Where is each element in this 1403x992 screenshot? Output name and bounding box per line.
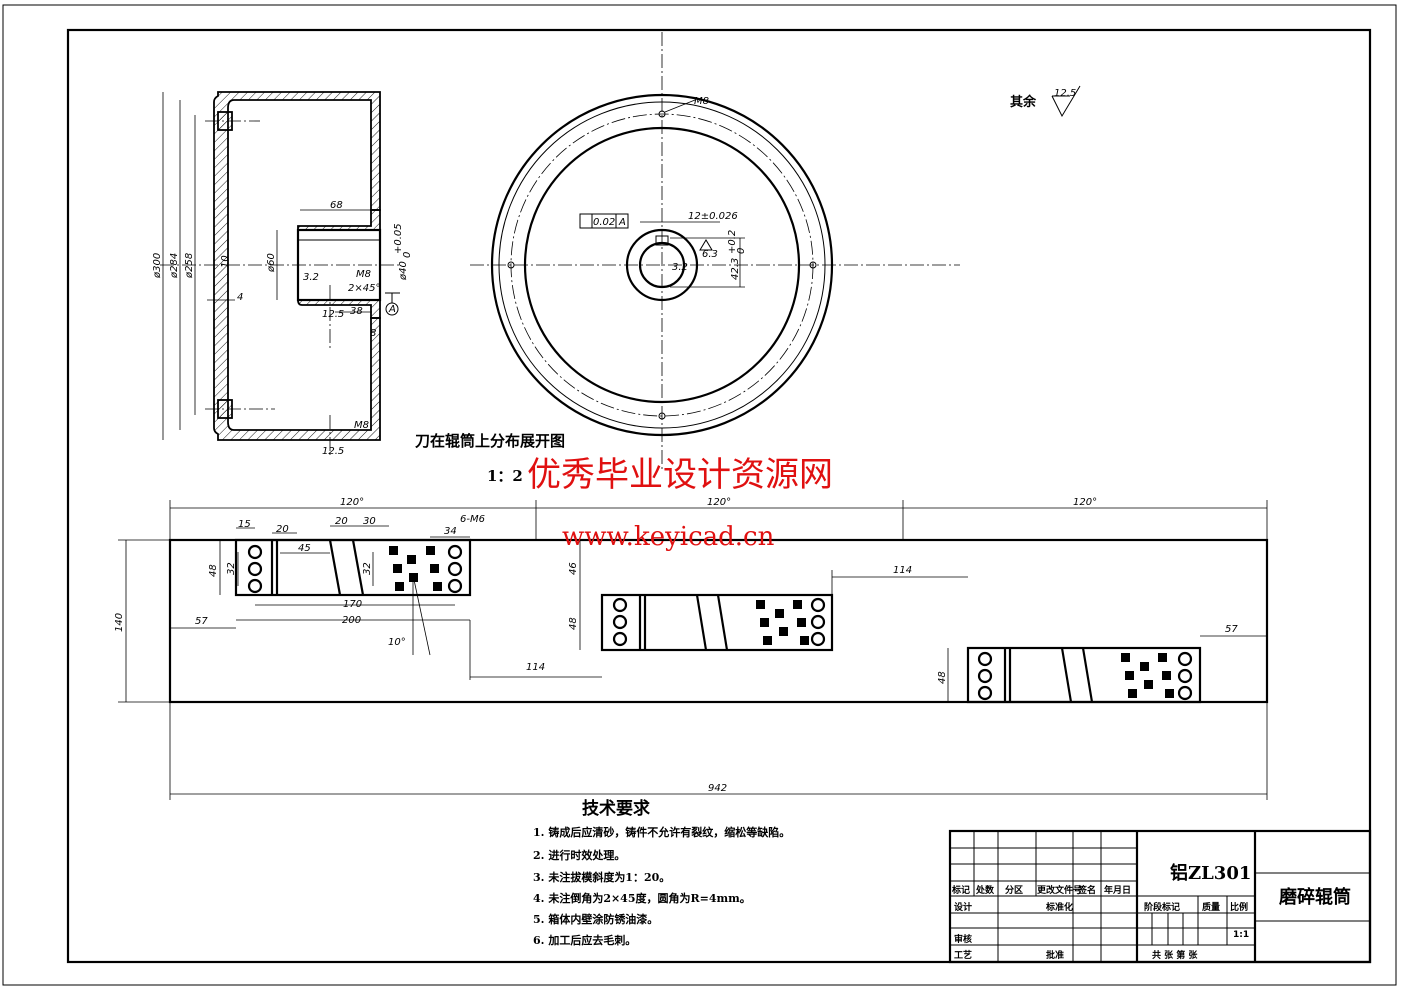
- svg-text:批准: 批准: [1046, 949, 1064, 961]
- svg-text:0: 0: [736, 248, 747, 254]
- roughness-note: 其余 12.5: [1010, 85, 1081, 118]
- svg-text:10: 10: [220, 255, 231, 268]
- svg-text:+0.05: +0.05: [393, 223, 404, 254]
- svg-text:5. 箱体内壁涂防锈油漆。: 5. 箱体内壁涂防锈油漆。: [533, 912, 658, 926]
- watermark-title: 优秀毕业设计资源网: [527, 455, 833, 495]
- svg-text:标记: 标记: [951, 884, 970, 896]
- svg-text:48: 48: [208, 564, 219, 577]
- svg-text:120°: 120°: [340, 497, 364, 508]
- layout-title: 刀在辊筒上分布展开图: [415, 432, 565, 450]
- datum-symbol: [385, 302, 399, 316]
- svg-text:3. 未注拔模斜度为1：20。: 3. 未注拔模斜度为1：20。: [533, 870, 670, 884]
- svg-text:M8: M8: [694, 96, 709, 107]
- svg-text:M8: M8: [356, 269, 371, 280]
- svg-text:设计: 设计: [954, 901, 972, 913]
- svg-text:48: 48: [568, 617, 579, 630]
- watermark-url: www.keyicad.cn: [562, 522, 775, 552]
- svg-text:共 张 第 张: 共 张 第 张: [1152, 949, 1198, 961]
- svg-text:1. 铸成后应清砂，铸件不允许有裂纹，缩松等缺陷。: 1. 铸成后应清砂，铸件不允许有裂纹，缩松等缺陷。: [533, 825, 790, 839]
- svg-text:铝ZL301: 铝ZL301: [1170, 862, 1251, 884]
- svg-text:3.2: 3.2: [303, 272, 319, 283]
- svg-text:114: 114: [526, 662, 545, 673]
- svg-text:3.2: 3.2: [672, 262, 688, 273]
- svg-text:ø284: ø284: [169, 253, 180, 279]
- svg-text:45: 45: [298, 543, 311, 554]
- svg-text:12±0.026: 12±0.026: [688, 211, 738, 222]
- svg-text:+0.2: +0.2: [727, 230, 738, 254]
- svg-text:20: 20: [276, 524, 289, 535]
- svg-text:2×45°: 2×45°: [348, 283, 380, 294]
- svg-text:A: A: [388, 304, 396, 315]
- svg-text:12.5: 12.5: [322, 446, 344, 457]
- strip-layout: 120° 120° 120° 15 20 20 30: [114, 497, 1269, 800]
- svg-text:120°: 120°: [1073, 497, 1097, 508]
- svg-text:114: 114: [893, 565, 912, 576]
- svg-text:68: 68: [330, 200, 343, 211]
- svg-text:处数: 处数: [975, 884, 995, 896]
- svg-text:阶段标记: 阶段标记: [1144, 901, 1180, 913]
- svg-text:57: 57: [1225, 624, 1238, 635]
- svg-text:6-M6: 6-M6: [460, 514, 485, 525]
- svg-text:0: 0: [402, 252, 413, 258]
- svg-text:32: 32: [362, 562, 373, 575]
- svg-text:质量: 质量: [1202, 901, 1220, 913]
- svg-text:120°: 120°: [707, 497, 731, 508]
- svg-text:942: 942: [708, 783, 727, 794]
- svg-text:M8: M8: [354, 420, 369, 431]
- svg-text:A: A: [618, 217, 626, 228]
- svg-text:42.3: 42.3: [730, 258, 741, 280]
- svg-text:2. 进行时效处理。: 2. 进行时效处理。: [533, 848, 625, 862]
- svg-text:ø300: ø300: [152, 253, 163, 279]
- svg-text:签名: 签名: [1077, 884, 1096, 896]
- tolerance-frame: 0.02 A: [579, 213, 629, 229]
- svg-text:比例: 比例: [1230, 901, 1248, 913]
- svg-text:ø60: ø60: [266, 253, 277, 273]
- svg-text:更改文件号: 更改文件号: [1037, 884, 1082, 896]
- svg-text:其余: 其余: [1010, 94, 1037, 110]
- svg-text:170: 170: [343, 599, 362, 610]
- svg-text:0.02: 0.02: [593, 217, 615, 228]
- svg-text:ø40: ø40: [398, 261, 409, 281]
- svg-text:工艺: 工艺: [954, 949, 972, 961]
- svg-text:12.5: 12.5: [1054, 88, 1076, 99]
- svg-text:年月日: 年月日: [1104, 884, 1131, 896]
- front-view: 0.02 A 12±0.026 42.3 +0.2 0 6.3 3.2 M8: [470, 32, 960, 472]
- svg-text:标准化: 标准化: [1045, 901, 1073, 913]
- svg-text:磨碎辊筒: 磨碎辊筒: [1279, 886, 1351, 908]
- section-view: ø300 ø284 ø258 10 4 68 ø60 ø40 +0.05 0 M…: [152, 91, 413, 457]
- svg-text:4. 未注倒角为2×45度，圆角为R=4mm。: 4. 未注倒角为2×45度，圆角为R=4mm。: [533, 891, 751, 905]
- svg-text:48: 48: [937, 671, 948, 684]
- svg-text:200: 200: [342, 615, 361, 626]
- svg-text:57: 57: [195, 616, 208, 627]
- svg-text:4: 4: [237, 292, 243, 303]
- layout-scale: 1：2: [487, 467, 523, 485]
- svg-text:20: 20: [335, 516, 348, 527]
- svg-text:140: 140: [114, 613, 125, 632]
- tech-requirements: 技术要求 1. 铸成后应清砂，铸件不允许有裂纹，缩松等缺陷。 2. 进行时效处理…: [533, 798, 790, 947]
- title-block: 标记 处数 分区 更改文件号 签名 年月日 设计 标准化 审核 工艺 批准 铝Z…: [948, 829, 1372, 964]
- svg-text:6. 加工后应去毛刺。: 6. 加工后应去毛刺。: [533, 933, 636, 947]
- svg-text:46: 46: [568, 562, 579, 575]
- svg-text:34: 34: [444, 526, 457, 537]
- svg-text:12.5: 12.5: [322, 309, 344, 320]
- svg-text:6.3: 6.3: [702, 249, 718, 260]
- svg-text:审核: 审核: [954, 933, 972, 945]
- svg-text:8: 8: [370, 328, 376, 339]
- svg-text:30: 30: [363, 516, 376, 527]
- drawing-frame: [66, 28, 1372, 964]
- svg-text:分区: 分区: [1005, 884, 1023, 896]
- svg-text:10°: 10°: [388, 637, 406, 648]
- svg-text:技术要求: 技术要求: [582, 798, 650, 819]
- svg-text:ø258: ø258: [184, 253, 195, 279]
- svg-text:32: 32: [226, 562, 237, 575]
- svg-text:15: 15: [238, 519, 251, 530]
- svg-text:38: 38: [350, 306, 363, 317]
- svg-text:1:1: 1:1: [1233, 930, 1249, 940]
- sheet-border: [2, 4, 1397, 986]
